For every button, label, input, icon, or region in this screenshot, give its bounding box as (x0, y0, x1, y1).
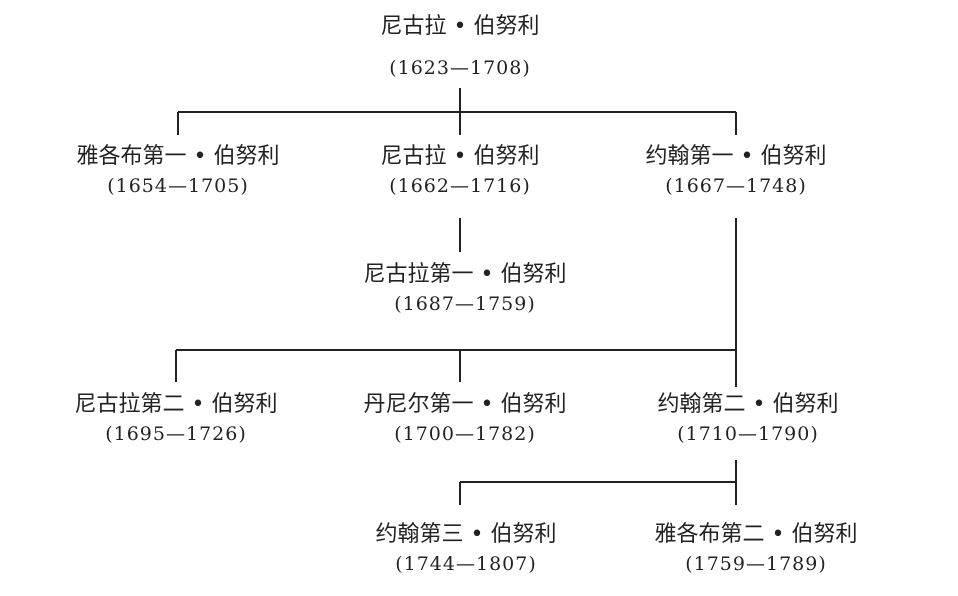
person-years: (1710—1790) (677, 423, 819, 445)
person-name: 尼古拉第二 • 伯努利 (74, 392, 278, 417)
person-name: 尼古拉 • 伯努利 (380, 14, 540, 39)
person-years: (1654—1705) (107, 175, 249, 197)
person-node-gen4-left: 尼古拉第二 • 伯努利 (1695—1726) (36, 390, 316, 448)
person-years: (1687—1759) (394, 293, 536, 315)
person-name: 丹尼尔第一 • 伯努利 (363, 392, 567, 417)
person-years: (1744—1807) (395, 553, 537, 575)
person-node-gen5-right: 雅各布第二 • 伯努利 (1759—1789) (616, 520, 896, 578)
person-name: 雅各布第一 • 伯努利 (76, 144, 280, 169)
person-node-gen2-middle: 尼古拉 • 伯努利 (1662—1716) (320, 142, 600, 200)
person-years: (1700—1782) (394, 423, 536, 445)
person-years: (1623—1708) (389, 57, 531, 79)
person-years: (1667—1748) (665, 175, 807, 197)
person-years: (1662—1716) (389, 175, 531, 197)
person-node-gen5-left: 约翰第三 • 伯努利 (1744—1807) (326, 520, 606, 578)
person-name: 雅各布第二 • 伯努利 (654, 522, 858, 547)
person-node-gen2-left: 雅各布第一 • 伯努利 (1654—1705) (38, 142, 318, 200)
person-years: (1759—1789) (685, 553, 827, 575)
person-node-gen4-middle: 丹尼尔第一 • 伯努利 (1700—1782) (325, 390, 605, 448)
person-name: 尼古拉 • 伯努利 (380, 144, 540, 169)
person-node-gen3: 尼古拉第一 • 伯努利 (1687—1759) (325, 260, 605, 318)
person-node-gen4-right: 约翰第二 • 伯努利 (1710—1790) (608, 390, 888, 448)
person-name: 约翰第一 • 伯努利 (645, 144, 827, 169)
person-node-root: 尼古拉 • 伯努利 (1623—1708) (320, 12, 600, 82)
person-name: 约翰第二 • 伯努利 (657, 392, 839, 417)
person-name: 约翰第三 • 伯努利 (375, 522, 557, 547)
person-years: (1695—1726) (105, 423, 247, 445)
person-node-gen2-right: 约翰第一 • 伯努利 (1667—1748) (596, 142, 876, 200)
person-name: 尼古拉第一 • 伯努利 (363, 262, 567, 287)
